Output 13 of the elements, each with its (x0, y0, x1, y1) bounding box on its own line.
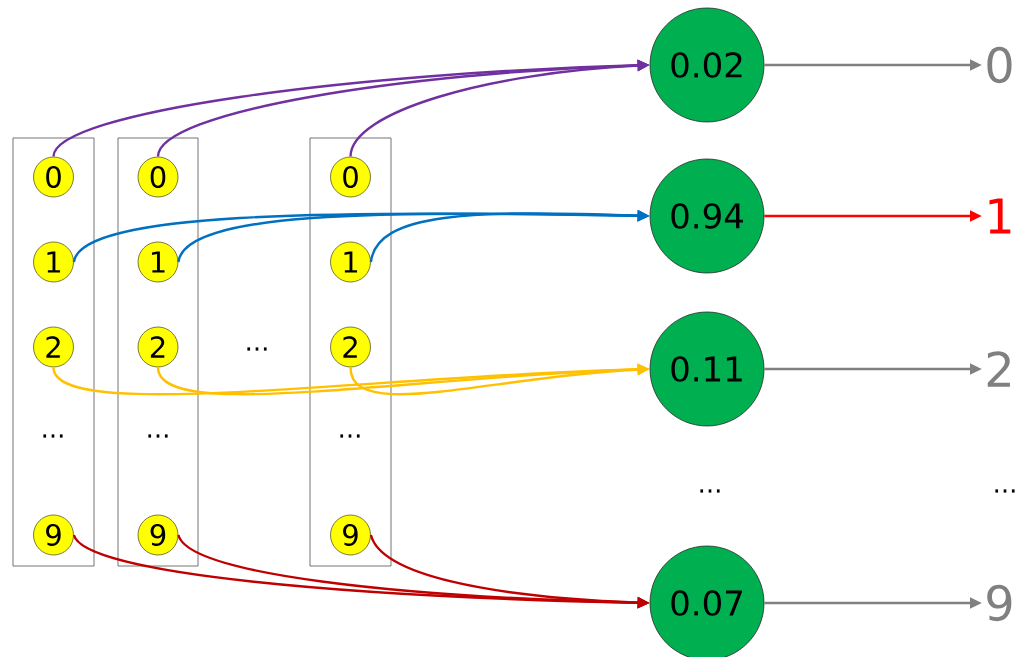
output-label: 0 (987, 46, 1012, 84)
ellipsis: ... (995, 489, 1015, 493)
column-box (117, 137, 199, 567)
column-box (309, 137, 392, 567)
ellipsis: ... (148, 434, 168, 438)
ellipsis: ... (247, 347, 267, 351)
ellipsis: ... (700, 489, 720, 493)
output-label: 1 (989, 198, 1011, 234)
ellipsis: ... (340, 434, 360, 438)
column-box (12, 137, 95, 567)
output-label: 2 (987, 351, 1010, 387)
ellipsis: ... (43, 434, 63, 438)
output-label: 9 (987, 584, 1012, 622)
